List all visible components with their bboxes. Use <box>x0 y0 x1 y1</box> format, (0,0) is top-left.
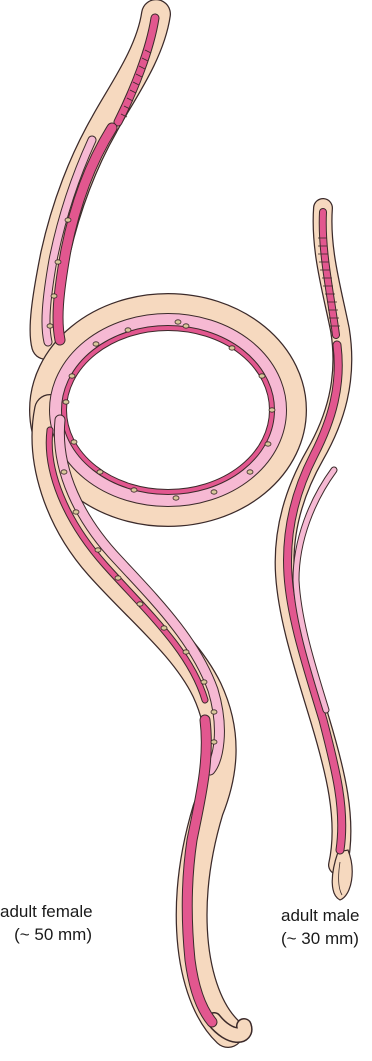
adult-female-label-size: (~ 50 mm) <box>0 923 92 946</box>
adult-female-label-name: adult female <box>0 900 92 923</box>
adult-male-label-name: adult male <box>281 904 372 927</box>
adult-male-label: adult male (~ 30 mm) <box>281 904 372 950</box>
adult-male-label-size: (~ 30 mm) <box>281 927 372 950</box>
adult-female-label: adult female (~ 50 mm) <box>0 900 92 946</box>
